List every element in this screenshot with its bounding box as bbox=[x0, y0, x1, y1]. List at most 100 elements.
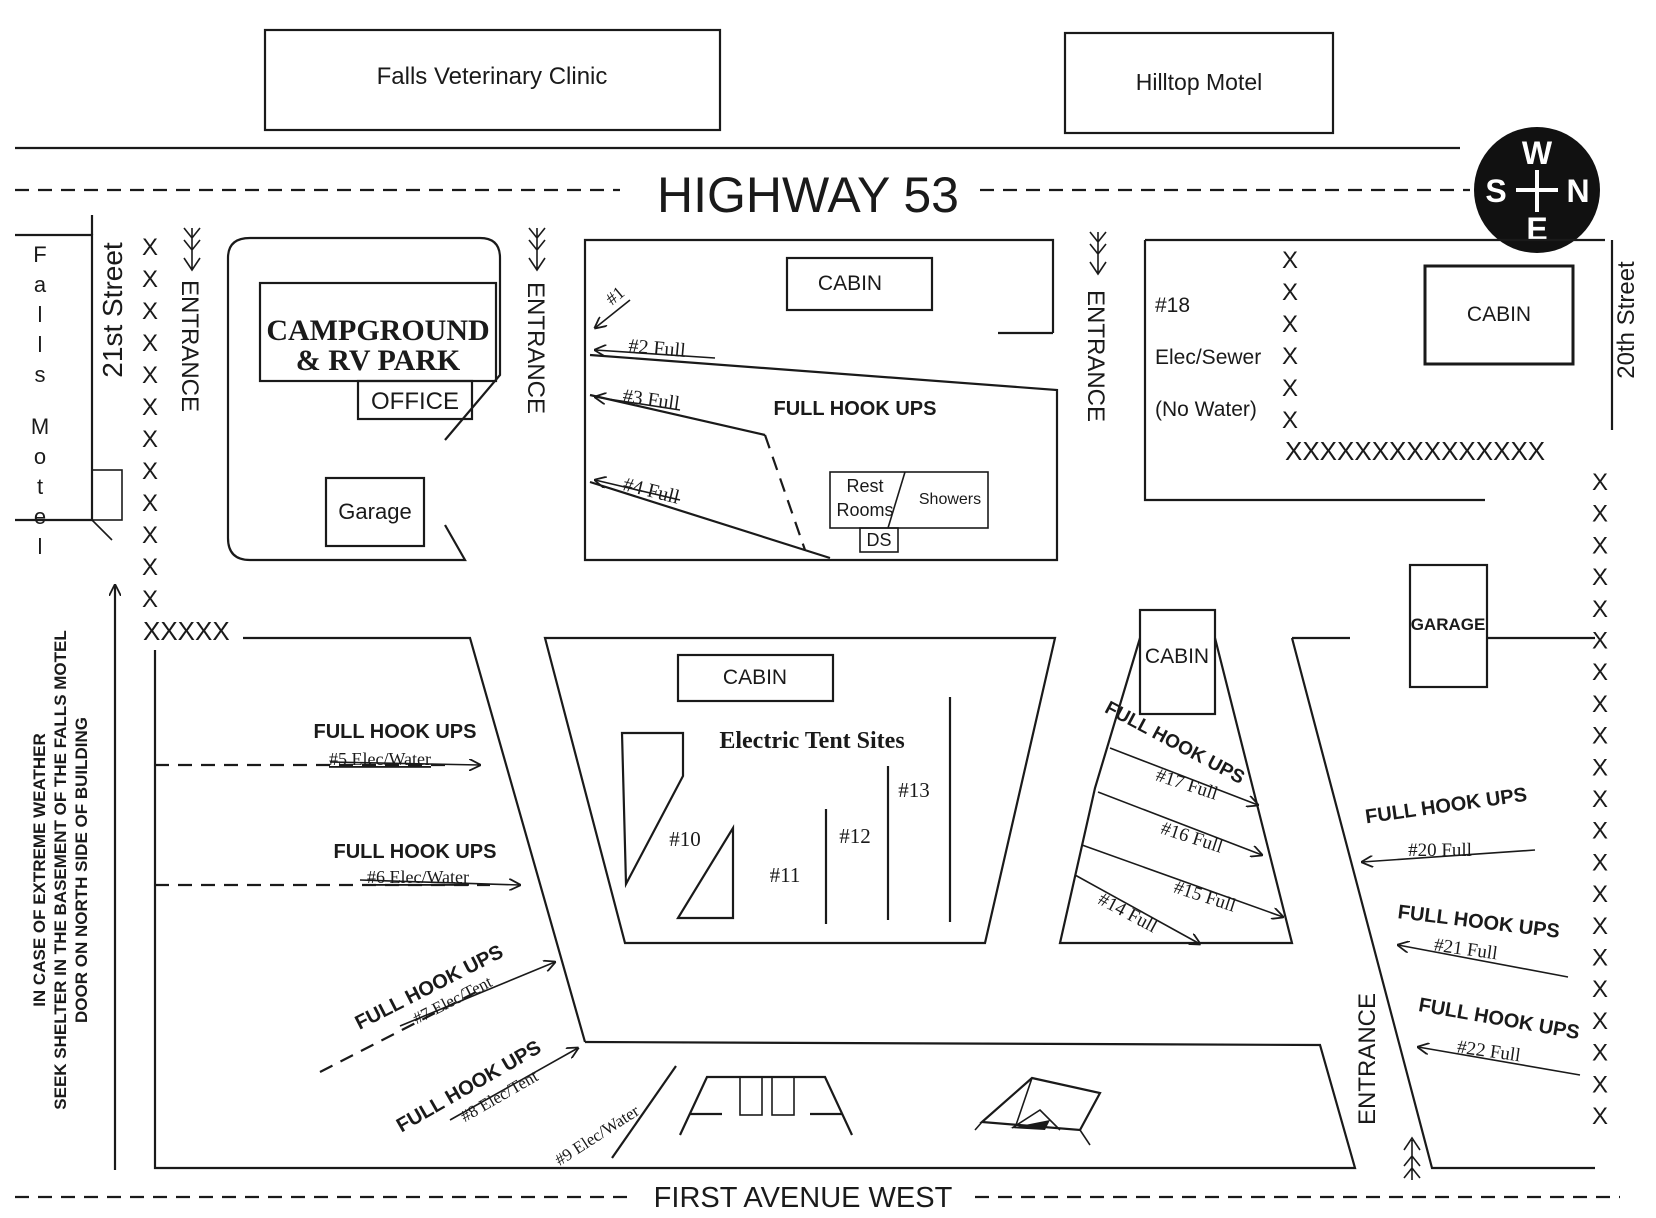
fence-mark: X bbox=[142, 586, 158, 613]
site-markers-north: #1 #2 Full #3 Full #4 Full bbox=[595, 282, 716, 509]
svg-text:DS: DS bbox=[866, 530, 891, 550]
fence-site-18: XXXXXX bbox=[1282, 247, 1298, 434]
fence-mark: X bbox=[1592, 1008, 1608, 1035]
entrance-southeast: ENTRANCE bbox=[1354, 993, 1421, 1180]
svg-text:Hilltop Motel: Hilltop Motel bbox=[1136, 69, 1263, 95]
fence-mark: X bbox=[142, 266, 158, 293]
fence-mark: X bbox=[1592, 913, 1608, 940]
fence-mark: X bbox=[142, 298, 158, 325]
fence-mark: X bbox=[1282, 247, 1298, 274]
svg-text:Rooms: Rooms bbox=[836, 500, 893, 520]
entrance-center: ENTRANCE bbox=[522, 227, 549, 414]
svg-text:W: W bbox=[1522, 135, 1553, 171]
site-18-note: (No Water) bbox=[1155, 398, 1257, 421]
svg-text:SEEK SHELTER IN THE BASEMENT O: SEEK SHELTER IN THE BASEMENT OF THE FALL… bbox=[51, 630, 70, 1109]
fence-mark: X bbox=[1592, 786, 1608, 813]
svg-text:ENTRANCE: ENTRANCE bbox=[522, 282, 549, 414]
svg-text:Falls Veterinary Clinic: Falls Veterinary Clinic bbox=[377, 63, 608, 90]
svg-text:E: E bbox=[1526, 211, 1547, 247]
fence-mark: X bbox=[1592, 501, 1608, 528]
fence-mark: X bbox=[1592, 976, 1608, 1003]
svg-text:#12: #12 bbox=[839, 824, 871, 848]
svg-text:#5 Elec/Water: #5 Elec/Water bbox=[329, 749, 431, 769]
svg-text:ENTRANCE: ENTRANCE bbox=[1354, 993, 1381, 1125]
electric-tent-block: CABIN Electric Tent Sites #10 #11 #12 #1… bbox=[543, 636, 1057, 945]
full-hook-ups-north: FULL HOOK UPS bbox=[774, 398, 937, 420]
fence-mark: X bbox=[1592, 628, 1608, 655]
fence-west: XXXXXXXXXXXX bbox=[142, 234, 158, 613]
svg-text:#21 Full: #21 Full bbox=[1433, 935, 1499, 965]
fence-mark: X bbox=[142, 330, 158, 357]
fence-mark: X bbox=[1592, 1103, 1608, 1130]
cabin-center-label: CABIN bbox=[723, 666, 787, 689]
svg-text:CAMPGROUND: CAMPGROUND bbox=[266, 314, 489, 347]
fence-mark: X bbox=[1592, 659, 1608, 686]
garage-west-label: Garage bbox=[338, 499, 411, 524]
svg-text:#4 Full: #4 Full bbox=[621, 474, 682, 509]
svg-text:Showers: Showers bbox=[919, 491, 981, 508]
fence-mark: X bbox=[1592, 818, 1608, 845]
electric-tent-sites-label: Electric Tent Sites bbox=[719, 728, 904, 754]
office-block: CAMPGROUND & RV PARK OFFICE Garage bbox=[226, 236, 502, 562]
svg-text:#22 Full: #22 Full bbox=[1456, 1037, 1522, 1067]
svg-text:ENTRANCE: ENTRANCE bbox=[1082, 290, 1109, 422]
svg-text:#15 Full: #15 Full bbox=[1171, 877, 1238, 917]
fence-mark: X bbox=[1592, 691, 1608, 718]
entrance-east: ENTRANCE bbox=[1082, 231, 1109, 422]
svg-text:OFFICE: OFFICE bbox=[371, 388, 459, 415]
fence-mark: X bbox=[142, 234, 158, 261]
fence-mark: X bbox=[142, 458, 158, 485]
svg-text:#16 Full: #16 Full bbox=[1158, 818, 1225, 858]
svg-text:Rest: Rest bbox=[846, 476, 883, 496]
fence-mark: X bbox=[142, 426, 158, 453]
svg-text:#2 Full: #2 Full bbox=[628, 335, 687, 362]
street-20-label: 20th Street bbox=[1613, 261, 1640, 379]
fence-mark: X bbox=[1282, 311, 1298, 338]
svg-text:S: S bbox=[1485, 173, 1506, 209]
svg-text:#13: #13 bbox=[898, 778, 930, 802]
site-18-block: CABIN #18 Elec/Sewer (No Water) bbox=[1143, 238, 1605, 502]
fence-mark: X bbox=[142, 522, 158, 549]
fence-mark: X bbox=[1282, 407, 1298, 434]
svg-text:#14 Full: #14 Full bbox=[1094, 889, 1160, 938]
highway-label: HIGHWAY 53 bbox=[657, 167, 959, 223]
fence-mark: X bbox=[1592, 723, 1608, 750]
garage-east-label: GARAGE bbox=[1411, 615, 1486, 634]
svg-text:#3 Full: #3 Full bbox=[621, 385, 681, 415]
svg-text:FULL HOOK UPS: FULL HOOK UPS bbox=[334, 841, 497, 863]
fence-mark: X bbox=[1282, 279, 1298, 306]
svg-text:FULL HOOK UPS: FULL HOOK UPS bbox=[314, 721, 477, 743]
fence-row-east: XXXXXXXXXXXXXXX bbox=[1285, 436, 1545, 466]
east-center-block: CABIN FULL HOOK UPS #17 Full #16 Full #1… bbox=[1058, 608, 1294, 944]
south-west-block bbox=[153, 636, 1357, 1170]
fence-mark: X bbox=[142, 554, 158, 581]
svg-text:#9 Elec/Water: #9 Elec/Water bbox=[551, 1101, 642, 1170]
site-18-number: #18 bbox=[1155, 294, 1190, 317]
svg-text:ENTRANCE: ENTRANCE bbox=[176, 280, 203, 412]
svg-text:#20 Full: #20 Full bbox=[1408, 840, 1472, 861]
svg-text:FULL HOOK UPS: FULL HOOK UPS bbox=[1417, 994, 1581, 1044]
cabin-east-label: CABIN bbox=[1145, 645, 1209, 668]
fence-mark: X bbox=[1592, 1071, 1608, 1098]
street-21-label: 21st Street bbox=[97, 242, 128, 378]
fence-mark: X bbox=[1592, 596, 1608, 623]
fence-mark: X bbox=[142, 394, 158, 421]
east-block: GARAGE FULL HOOK UPS #20 Full FULL HOOK … bbox=[1290, 563, 1595, 1170]
site-18-type: Elec/Sewer bbox=[1155, 346, 1261, 369]
svg-text:#10: #10 bbox=[669, 827, 701, 851]
fence-mark: X bbox=[1592, 881, 1608, 908]
svg-text:N: N bbox=[1566, 173, 1589, 209]
fence-mark: X bbox=[1592, 1040, 1608, 1067]
svg-text:FULL HOOK UPS: FULL HOOK UPS bbox=[1397, 901, 1561, 943]
fence-mark: X bbox=[1592, 945, 1608, 972]
tent-icon bbox=[974, 1076, 1102, 1146]
fence-mark: X bbox=[1282, 375, 1298, 402]
svg-text:#11: #11 bbox=[770, 863, 801, 887]
fence-mark: X bbox=[1592, 754, 1608, 781]
fence-mark: X bbox=[1282, 343, 1298, 370]
fence-mark: X bbox=[1592, 564, 1608, 591]
